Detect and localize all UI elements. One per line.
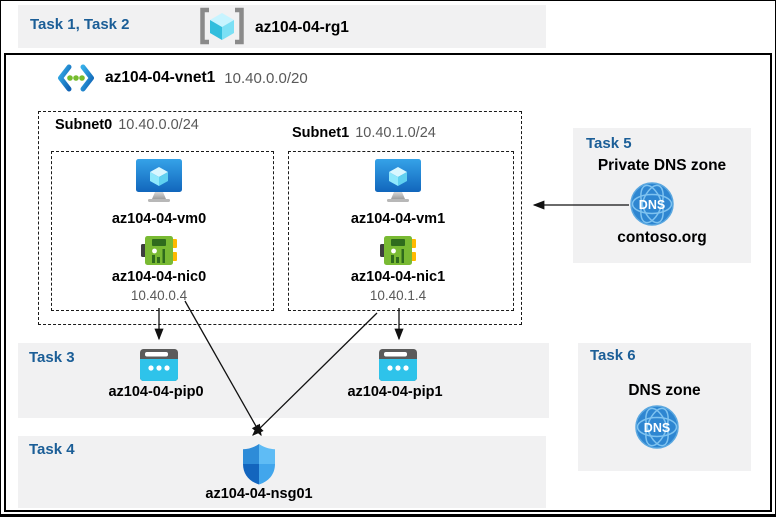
task-1-2-label: Task 1, Task 2 [30,16,130,33]
private-dns-zone-name: contoso.org [617,229,707,246]
subnet1-name: Subnet1 [292,125,350,141]
pip1-icon [378,348,418,382]
nic1-label: az104-04-nic1 [350,269,446,285]
dns-icon-text: DNS [639,198,665,212]
virtual-network-icon [56,63,96,93]
subnet0-title: Subnet0 10.40.0.0/24 [55,117,199,133]
vm0-label: az104-04-vm0 [111,211,207,227]
vm1-icon [374,158,422,204]
nsg-label: az104-04-nsg01 [205,486,313,502]
private-dns-zone-title: Private DNS zone [597,157,727,174]
subnet0-cidr: 10.40.0.0/24 [118,117,199,133]
vnet-cidr: 10.40.0.0/20 [224,69,308,87]
pip0-icon [139,348,179,382]
pip1-label: az104-04-pip1 [347,384,443,400]
subnet1-title: Subnet1 10.40.1.0/24 [292,125,436,141]
task-6-label: Task 6 [590,347,636,364]
vnet-header: az104-04-vnet1 10.40.0.0/20 [56,61,308,95]
vm1-label: az104-04-vm1 [350,211,446,227]
task-3-label: Task 3 [29,349,75,366]
dns-zone-icon: DNS [635,405,679,449]
task-4-label: Task 4 [29,441,75,458]
nic0-icon [141,234,177,267]
task-3-band [18,343,549,418]
subnet1-box [288,151,514,311]
nic1-ip: 10.40.1.4 [369,288,427,303]
resource-group-icon [197,7,247,45]
task-1-2-band [18,5,546,48]
subnet0-name: Subnet0 [55,117,113,133]
private-dns-zone-icon: DNS [630,182,674,226]
subnet0-box [51,151,274,311]
dns-zone-title: DNS zone [628,382,701,399]
vm0-icon [135,158,183,204]
subnet1-cidr: 10.40.1.0/24 [355,125,436,141]
vnet-name: az104-04-vnet1 [105,69,216,86]
nsg-shield-icon [241,443,277,485]
resource-group-name: az104-04-rg1 [255,19,349,36]
dns-icon-text: DNS [644,421,670,435]
nic0-label: az104-04-nic0 [111,269,207,285]
task-5-label: Task 5 [586,135,632,152]
nic1-icon [380,234,416,267]
pip0-label: az104-04-pip0 [108,384,204,400]
task-4-band [18,436,546,508]
nic0-ip: 10.40.0.4 [130,288,188,303]
